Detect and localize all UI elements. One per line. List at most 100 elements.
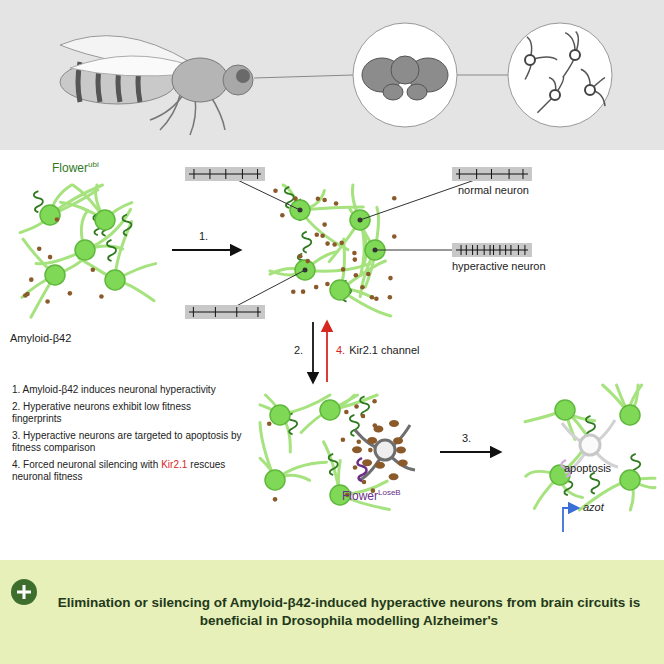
- amyloid-dot: [273, 188, 278, 193]
- neuron-circle: [508, 23, 612, 127]
- spike-box: [185, 167, 265, 181]
- flower-ubi-mark: [123, 215, 132, 236]
- neuron-body: [105, 270, 125, 290]
- annotation-label: 1.: [199, 230, 208, 242]
- neuron-cluster: [20, 185, 156, 317]
- neuron-body: [290, 200, 310, 220]
- brain-lobe: [407, 84, 427, 100]
- amyloid-dot: [352, 251, 357, 256]
- amyloid-dot: [91, 267, 96, 272]
- spike: [505, 245, 506, 255]
- step-item: 2. Hyperative neurons exhibit low fitnes…: [12, 401, 244, 426]
- amyloid-dot: [314, 285, 319, 290]
- spike: [484, 245, 485, 255]
- spike: [477, 245, 478, 255]
- step-item: 3. Hyperactive neurons are targeted to a…: [12, 430, 244, 455]
- annotation-label: normal neuron: [458, 184, 529, 196]
- spike-baseline: [456, 250, 528, 251]
- spike-box: [452, 243, 532, 257]
- step-arrow: [440, 451, 500, 453]
- amyloid-clump: [373, 425, 383, 432]
- annotation-label: 4.: [336, 344, 345, 356]
- amyloid-dot: [353, 465, 358, 470]
- annotation-label: Flower: [52, 161, 88, 175]
- spike: [193, 307, 194, 317]
- spike: [518, 245, 519, 255]
- spike: [472, 245, 473, 255]
- label: Amyloid-β42: [10, 332, 71, 345]
- spike: [257, 307, 258, 317]
- neuron-body: [295, 260, 315, 280]
- step-text: 1. Amyloid-β42 induces neuronal hyperact…: [12, 384, 216, 395]
- amyloid-clump: [362, 459, 372, 466]
- brain-drawing: [362, 56, 448, 100]
- amyloid-dot: [341, 437, 346, 442]
- neuron-body: [320, 400, 340, 420]
- amyloid-dot: [298, 254, 303, 259]
- step-text: 3. Hyperactive neurons are targeted to a…: [12, 430, 242, 454]
- brain-lobe: [391, 56, 419, 84]
- spike: [490, 245, 491, 255]
- amyloid-dot: [366, 272, 371, 277]
- spike-box: [185, 305, 265, 319]
- amyloid-dot: [314, 232, 319, 237]
- amyloid-dot: [368, 448, 373, 453]
- amyloid-dot: [325, 241, 330, 246]
- neuron-body: [350, 210, 370, 230]
- annotation-label: Flower: [342, 489, 378, 503]
- neuron-body: [265, 470, 285, 490]
- amyloid-dot: [267, 422, 272, 427]
- label: 2.: [294, 344, 303, 357]
- neuron-body: [95, 210, 115, 230]
- step-arrow: [563, 508, 578, 532]
- step-arrow: [326, 322, 328, 382]
- label: hyperactive neuron: [452, 260, 546, 273]
- amyloid-dot: [29, 277, 34, 282]
- amyloid-clump: [396, 447, 406, 454]
- spike-train: [185, 268, 308, 320]
- dying-neuron: [375, 440, 395, 460]
- label: apoptosis: [564, 462, 611, 475]
- flower-loseb-mark: [358, 458, 367, 481]
- spike-baseline: [189, 312, 261, 313]
- amyloid-dot: [361, 414, 366, 419]
- annotation-label: apoptosis: [564, 462, 611, 474]
- spike: [510, 245, 511, 255]
- leader-dot: [303, 268, 308, 273]
- amyloid-dot: [55, 217, 60, 222]
- neuron-body: [525, 55, 535, 65]
- amyloid-dot: [374, 296, 379, 301]
- label: 1.: [199, 230, 208, 243]
- amyloid-dot: [25, 292, 30, 297]
- conclusion-text: Elimination or silencing of Amyloid-β42-…: [52, 594, 646, 629]
- spike: [209, 169, 210, 179]
- conclusion-band: [0, 560, 664, 664]
- annotation-label: Amyloid-β42: [10, 332, 71, 344]
- step-list: 1. Amyloid-β42 induces neuronal hyperact…: [12, 384, 244, 488]
- amyloid-dot: [322, 198, 327, 203]
- spike: [499, 245, 500, 255]
- neuron-sketch: [525, 32, 605, 113]
- fly-drawing: [60, 36, 253, 135]
- amyloid-dot: [273, 497, 278, 502]
- spike: [493, 245, 494, 255]
- spike: [466, 245, 467, 255]
- amyloid-dot: [320, 234, 325, 239]
- step-item: 4. Forced neuronal silencing withKir2.1r…: [12, 459, 244, 484]
- amyloid-dot: [316, 196, 321, 201]
- neuron-body: [270, 405, 290, 425]
- amyloid-dot: [45, 299, 50, 304]
- flower-ubi-mark: [107, 240, 116, 261]
- spike: [476, 169, 477, 179]
- amyloid-dot: [339, 241, 344, 246]
- amyloid-dot: [99, 294, 104, 299]
- leader-dot: [358, 218, 363, 223]
- fly-thorax: [172, 58, 228, 102]
- spike: [193, 169, 194, 179]
- amyloid-dot: [280, 213, 285, 218]
- neuron-body: [45, 265, 65, 285]
- spike-baseline: [189, 174, 261, 175]
- label: FlowerLoseB: [342, 488, 401, 503]
- leader-dot: [298, 208, 303, 213]
- amyloid-dot: [48, 255, 53, 260]
